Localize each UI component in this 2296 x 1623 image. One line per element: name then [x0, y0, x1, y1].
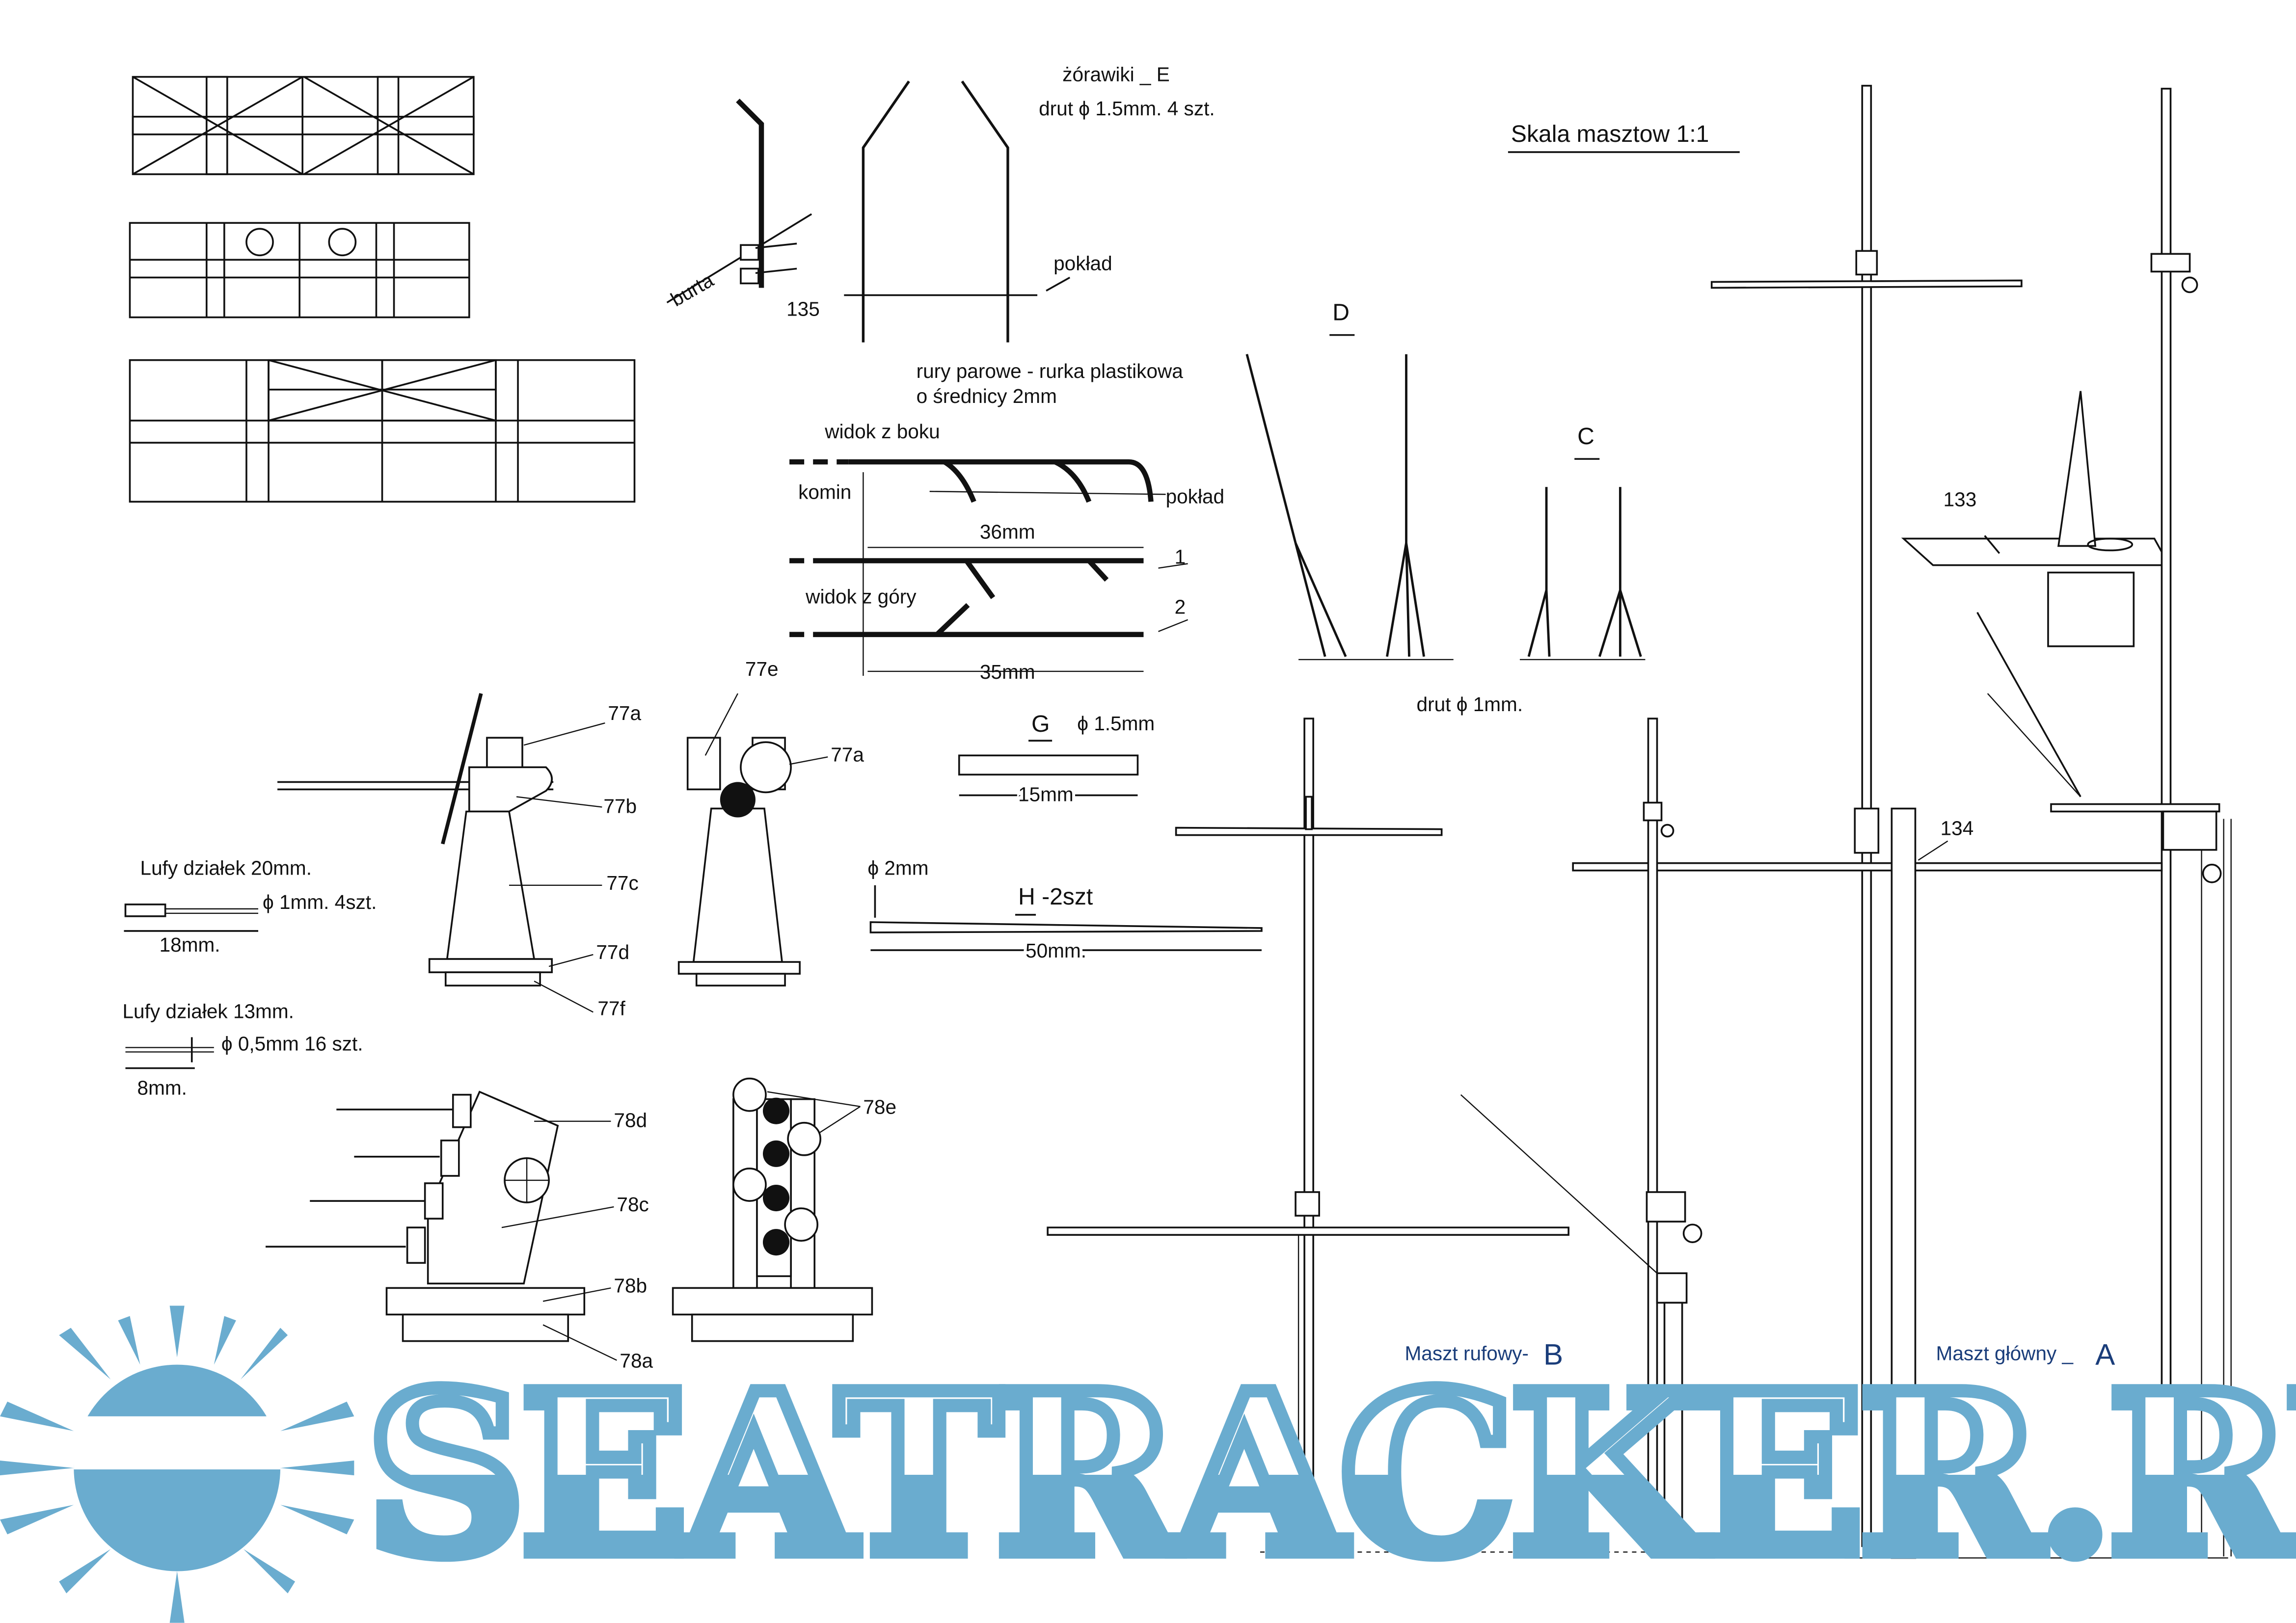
part-g: G ϕ 1.5mm 15mm [958, 711, 1155, 808]
svg-text:77d: 77d [596, 941, 629, 963]
svg-text:SEATRACKER.RU: SEATRACKER.RU [366, 1345, 2296, 1604]
svg-text:1: 1 [1175, 546, 1186, 568]
part-d-and-c: D C drut ϕ 1mm. [1245, 299, 1646, 716]
svg-text:134: 134 [1941, 817, 1974, 840]
gun-78-side: 78d 78c 78b 78a [266, 1091, 653, 1372]
svg-text:żórawiki _ E: żórawiki _ E [1062, 63, 1170, 86]
flag-ensign [129, 359, 636, 503]
flag-with-circles [129, 222, 470, 319]
svg-text:G: G [1031, 711, 1050, 737]
barrels-13mm: Lufy działek 13mm. ϕ 0,5mm 16 szt. 8mm. [122, 1000, 363, 1099]
svg-text:ϕ 0,5mm 16 szt.: ϕ 0,5mm 16 szt. [221, 1032, 363, 1055]
svg-text:15mm: 15mm [1018, 783, 1074, 805]
svg-text:78c: 78c [617, 1193, 648, 1216]
svg-text:78a: 78a [620, 1350, 653, 1372]
gun-78-front: 78e [672, 1077, 896, 1342]
mast-aft-label: Maszt rufowy- [1405, 1342, 1529, 1365]
svg-text:78b: 78b [614, 1274, 647, 1297]
svg-text:widok z góry: widok z góry [805, 585, 917, 608]
mast-main-a: 134 [1572, 84, 2232, 1559]
svg-text:Lufy działek 20mm.: Lufy działek 20mm. [140, 857, 312, 879]
svg-text:2: 2 [1175, 596, 1186, 618]
svg-text:77b: 77b [603, 795, 637, 818]
svg-text:ϕ 1.5mm: ϕ 1.5mm [1077, 712, 1155, 735]
barrels-20mm: Lufy działek 20mm. ϕ 1mm. 4szt. 18mm. [124, 857, 377, 956]
svg-text:8mm.: 8mm. [137, 1077, 187, 1099]
scale-title: Skala masztow 1:1 [1511, 121, 1709, 147]
mast-aft-letter: B [1543, 1338, 1563, 1371]
mast-aft-b [1047, 718, 1860, 1555]
svg-text:drut ϕ 1.5mm. 4 szt.: drut ϕ 1.5mm. 4 szt. [1039, 97, 1215, 120]
svg-text:ϕ 1mm. 4szt.: ϕ 1mm. 4szt. [263, 891, 377, 913]
steam-pipes-detail: rury parowe - rurka plastikowa o średnic… [789, 360, 1224, 683]
svg-text:widok z boku: widok z boku [824, 420, 940, 443]
svg-text:pokład: pokład [1053, 252, 1112, 274]
svg-text:77c: 77c [606, 872, 638, 894]
gun-77-front: 77e 77a [677, 658, 864, 986]
svg-text:77f: 77f [597, 997, 625, 1019]
svg-text:H -2szt: H -2szt [1018, 883, 1093, 910]
svg-text:drut ϕ 1mm.: drut ϕ 1mm. [1417, 693, 1523, 716]
part-h: ϕ 2mm H -2szt 50mm. [867, 857, 1263, 965]
part-133-mast-fitting: 133 [1901, 391, 2171, 798]
svg-text:77a: 77a [608, 702, 641, 724]
svg-text:C: C [1577, 423, 1594, 450]
svg-text:18mm.: 18mm. [160, 933, 220, 956]
svg-text:135: 135 [786, 298, 820, 320]
svg-text:50mm.: 50mm. [1026, 939, 1086, 962]
svg-text:pokład: pokład [1166, 485, 1225, 507]
davit-front-view: pokład żórawiki _ E drut ϕ 1.5mm. 4 szt. [844, 63, 1215, 343]
svg-text:burta: burta [667, 268, 717, 311]
sun-logo-icon [0, 1305, 354, 1623]
mast-main-letter: A [2095, 1338, 2115, 1371]
svg-text:78e: 78e [863, 1096, 896, 1118]
mast-main-label: Maszt główny _ [1936, 1342, 2074, 1365]
svg-text:D: D [1332, 299, 1350, 326]
svg-text:78d: 78d [614, 1109, 647, 1132]
watermark-seatracker: SEATRACKER.RU [0, 1305, 2296, 1623]
svg-text:133: 133 [1944, 488, 1977, 510]
davit-side-detail: burta 135 [666, 98, 820, 320]
svg-text:77e: 77e [745, 658, 779, 680]
svg-text:77a: 77a [831, 743, 864, 766]
svg-text:36mm: 36mm [980, 520, 1035, 543]
svg-text:Lufy działek 13mm.: Lufy działek 13mm. [122, 1000, 294, 1022]
svg-text:komin: komin [798, 480, 851, 503]
svg-text:rury parowe - rurka plastikowa: rury parowe - rurka plastikowa [917, 360, 1184, 382]
svg-text:ϕ 2mm: ϕ 2mm [867, 857, 928, 879]
gun-77-side: 77a 77b 77c 77d 77f [277, 693, 642, 1019]
flag-union-jack-pair [132, 76, 475, 175]
svg-text:o średnicy 2mm: o średnicy 2mm [917, 385, 1057, 407]
